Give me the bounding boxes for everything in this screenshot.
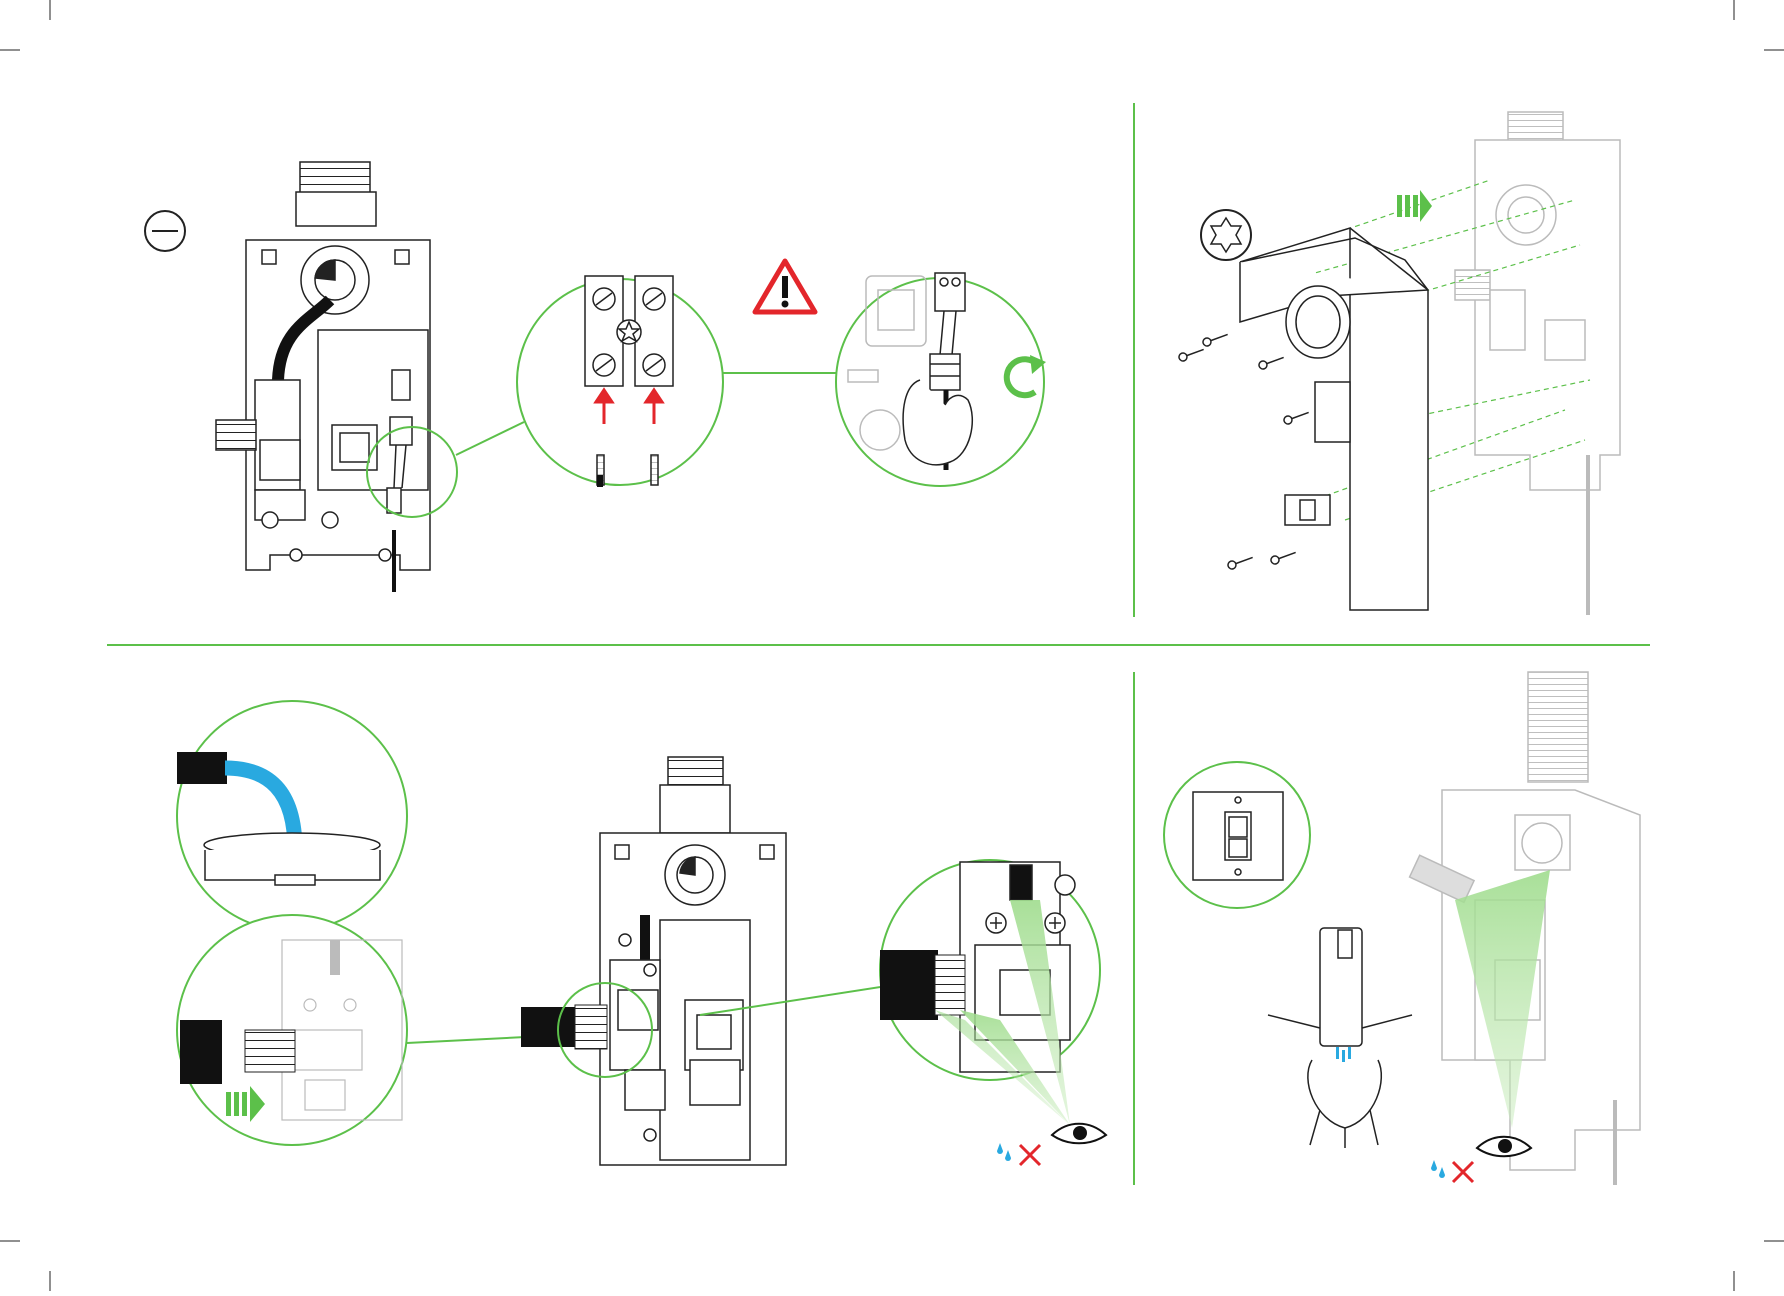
panel-bottom-left: [177, 701, 1106, 1165]
heater-unit-open: [216, 162, 430, 592]
panel-bottom-right: [1164, 672, 1640, 1185]
drip-icon: [1431, 1160, 1445, 1178]
panel-top-left: [145, 162, 1046, 592]
callout-line: [456, 422, 524, 455]
cross-icon: [1020, 1145, 1040, 1165]
heater-unit-bottom: [600, 757, 786, 1165]
eye-icon: [1052, 1124, 1106, 1144]
screws: [1178, 331, 1310, 570]
inlet-fitting-callout: [177, 915, 407, 1145]
leak-check-callout: [880, 860, 1106, 1165]
cross-icon: [1453, 1162, 1473, 1182]
water-drops: [1336, 1047, 1351, 1062]
heater-back-unit: [1455, 112, 1620, 615]
terminal-block-callout: [517, 276, 723, 487]
torx-screwdriver-icon: [1201, 210, 1251, 260]
tap-and-hands: [1268, 928, 1412, 1148]
front-cover: [1240, 228, 1428, 610]
bucket-icon: [204, 833, 380, 885]
panel-top-right: [1178, 112, 1620, 615]
cable-gland-callout: [836, 273, 1046, 486]
drip-icon: [997, 1143, 1011, 1161]
push-arrow-icon: [1397, 190, 1432, 222]
warning-triangle-icon: [755, 261, 815, 312]
bucket-callout: [177, 701, 407, 931]
wall-switch-icon: [1193, 792, 1283, 880]
switch-callout: [1164, 762, 1310, 908]
minus-circle-icon: [145, 211, 185, 251]
